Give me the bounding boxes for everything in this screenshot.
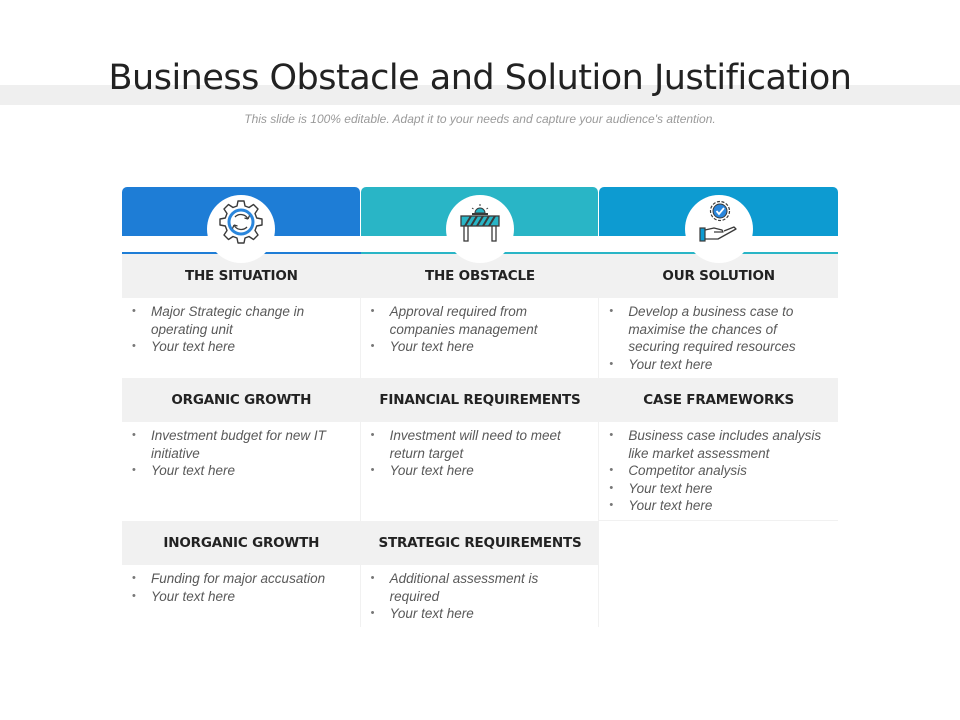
table-row: THE SITUATION THE OBSTACLE OUR SOLUTION — [122, 254, 838, 298]
cell-body: Funding for major accusation Your text h… — [122, 565, 361, 627]
bullet-item: Competitor analysis — [609, 462, 830, 480]
table-row: Investment budget for new IT initiative … — [122, 422, 838, 521]
bullet-item: Business case includes analysis like mar… — [609, 427, 830, 462]
roadblock-barrier-icon — [460, 204, 500, 242]
bullet-item: Your text here — [609, 356, 830, 374]
empty-cell — [599, 521, 838, 565]
hand-gear-check-icon — [699, 200, 737, 242]
bullet-item: Your text here — [609, 497, 830, 515]
cell-body: Investment budget for new IT initiative … — [122, 422, 361, 521]
table-row: Major Strategic change in operating unit… — [122, 298, 838, 378]
cell-body: Investment will need to meet return targ… — [360, 422, 600, 521]
table-row: ORGANIC GROWTH FINANCIAL REQUIREMENTS CA… — [122, 378, 838, 422]
bullet-item: Major Strategic change in operating unit — [132, 303, 352, 338]
cell-body: Additional assessment is required Your t… — [360, 565, 600, 627]
slide-subtitle: This slide is 100% editable. Adapt it to… — [244, 112, 716, 126]
bullet-item: Your text here — [371, 462, 591, 480]
slide-title: Business Obstacle and Solution Justifica… — [108, 58, 852, 98]
bullet-item: Develop a business case to maximise the … — [609, 303, 830, 356]
cell-label: INORGANIC GROWTH — [122, 521, 361, 565]
cell-body: Approval required from companies managem… — [360, 298, 600, 378]
bullet-item: Funding for major accusation — [132, 570, 352, 588]
cell-body: Major Strategic change in operating unit… — [122, 298, 361, 378]
title-band — [0, 85, 960, 105]
gear-refresh-icon — [219, 200, 264, 244]
cell-body: Business case includes analysis like mar… — [599, 422, 838, 521]
bullet-item: Approval required from companies managem… — [371, 303, 591, 338]
cell-label: ORGANIC GROWTH — [122, 378, 361, 422]
header-situation — [122, 187, 361, 263]
cell-label: STRATEGIC REQUIREMENTS — [360, 521, 600, 565]
bullet-item: Your text here — [132, 462, 352, 480]
bullet-item: Your text here — [371, 605, 591, 623]
cell-label: THE SITUATION — [122, 254, 361, 298]
bullet-item: Your text here — [371, 338, 591, 356]
header-obstacle — [360, 187, 600, 263]
cell-label: CASE FRAMEWORKS — [599, 378, 838, 422]
empty-cell — [599, 565, 838, 627]
bullet-item: Investment will need to meet return targ… — [371, 427, 591, 462]
obstacle-solution-table: THE SITUATION THE OBSTACLE OUR SOLUTION … — [122, 187, 838, 627]
bullet-item: Your text here — [132, 588, 352, 606]
icon-circle — [445, 195, 514, 263]
header-solution — [599, 187, 838, 263]
header-row — [122, 187, 838, 263]
bullet-item: Investment budget for new IT initiative — [132, 427, 352, 462]
bullet-item: Additional assessment is required — [371, 570, 591, 605]
cell-body: Develop a business case to maximise the … — [599, 298, 838, 378]
bullet-item: Your text here — [132, 338, 352, 356]
bullet-item: Your text here — [609, 480, 830, 498]
table-row: INORGANIC GROWTH STRATEGIC REQUIREMENTS — [122, 521, 838, 565]
table-row: Funding for major accusation Your text h… — [122, 565, 838, 627]
cell-label: FINANCIAL REQUIREMENTS — [360, 378, 600, 422]
